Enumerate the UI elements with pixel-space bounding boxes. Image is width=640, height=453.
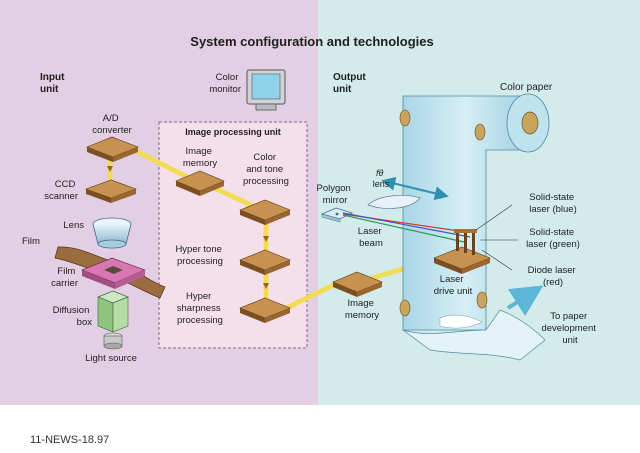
image-processing-heading: Image processing unit: [185, 127, 281, 137]
scan-direction-arrow: [381, 176, 449, 201]
lens-icon: [92, 217, 132, 249]
light-source-label: Light source: [85, 353, 137, 364]
diffusion-box-label: Diffusion box: [53, 305, 93, 328]
ccd-scanner-block: [85, 179, 137, 203]
polygon-mirror: [320, 207, 354, 223]
signal-arrows: [107, 166, 269, 289]
input-unit-heading: Input unit: [40, 72, 67, 95]
color-tone-label: Color and tone processing: [243, 152, 289, 187]
paper-development-label: To paper development unit: [541, 311, 598, 346]
diode-laser-label: Diode laser (red): [528, 265, 579, 288]
hyper-tone-block: [239, 249, 291, 275]
footer-strip: [0, 405, 640, 453]
output-unit-heading: Output unit: [333, 72, 369, 95]
light-source-icon: [103, 332, 123, 350]
color-paper-label: Color paper: [500, 82, 553, 93]
laser-blue-label: Solid-state laser (blue): [529, 192, 577, 215]
laser-drive-unit: [433, 229, 491, 274]
image-memory-block: [175, 170, 225, 196]
color-monitor-label: Color monitor: [209, 72, 241, 95]
diagram-title: System configuration and technologies: [190, 34, 433, 49]
laser-green-label: Solid-state laser (green): [526, 227, 580, 250]
film-label: Film: [22, 236, 40, 247]
f-theta-lens-label: fθ lens: [373, 168, 390, 189]
film-carrier: [81, 257, 146, 289]
laser-beams: [342, 212, 471, 243]
footer-caption: 11-NEWS-18.97: [30, 434, 110, 446]
output-image-memory-label: Image memory: [345, 298, 380, 321]
lens-label: Lens: [63, 220, 84, 231]
paper-development-arrow: [506, 285, 544, 317]
film-carrier-label: Film carrier: [51, 266, 78, 289]
ccd-scanner-label: CCD scanner: [44, 179, 78, 202]
output-image-memory-block: [332, 271, 383, 297]
f-theta-lens: [367, 195, 421, 209]
hyper-tone-label: Hyper tone processing: [175, 244, 224, 267]
laser-drive-unit-label: Laser drive unit: [434, 274, 473, 297]
hyper-sharpness-label: Hyper sharpness processing: [177, 291, 223, 326]
polygon-mirror-label: Polygon mirror: [317, 183, 354, 206]
color-tone-block: [239, 199, 291, 225]
diffusion-box: [97, 290, 129, 333]
image-memory-label: Image memory: [183, 146, 218, 169]
color-monitor: [246, 69, 286, 111]
laser-pointer-lines: [475, 204, 518, 271]
hyper-sharpness-block: [239, 297, 291, 323]
color-paper-roll: [399, 93, 550, 361]
ad-converter-label: A/D converter: [92, 113, 132, 136]
ad-converter-block: [86, 136, 139, 162]
laser-beam-label: Laser beam: [358, 226, 384, 249]
